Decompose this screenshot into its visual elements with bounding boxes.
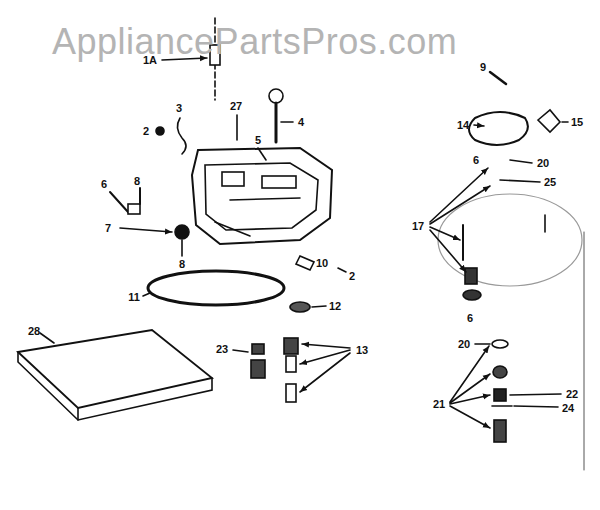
callout-number: 28 bbox=[28, 326, 40, 337]
callout-number: 4 bbox=[298, 117, 304, 128]
callout-number: 5 bbox=[255, 135, 261, 146]
callout-number: 22 bbox=[566, 389, 578, 400]
callout-number: 20 bbox=[537, 158, 549, 169]
callout-number: 8 bbox=[134, 176, 140, 187]
callout-number: 21 bbox=[433, 399, 445, 410]
callout-number: 6 bbox=[467, 313, 473, 324]
callout-number: 7 bbox=[105, 223, 111, 234]
callout-number: 20 bbox=[458, 339, 470, 350]
callout-number: 17 bbox=[412, 221, 424, 232]
callout-number: 1A bbox=[143, 55, 157, 66]
callout-number: 9 bbox=[480, 62, 486, 73]
watermark: AppliancePartsPros.com bbox=[52, 24, 457, 60]
callout-number: 6 bbox=[101, 179, 107, 190]
callout-number: 10 bbox=[316, 258, 328, 269]
callout-number: 23 bbox=[216, 344, 228, 355]
callout-number: 11 bbox=[128, 292, 140, 303]
callout-number: 6 bbox=[473, 155, 479, 166]
callout-number: 24 bbox=[562, 403, 574, 414]
callout-number: 2 bbox=[349, 271, 355, 282]
callout-number: 27 bbox=[230, 101, 242, 112]
callout-number: 25 bbox=[544, 177, 556, 188]
callout-number: 15 bbox=[571, 117, 583, 128]
callout-number: 2 bbox=[143, 126, 149, 137]
callout-number: 12 bbox=[329, 301, 341, 312]
callout-number: 8 bbox=[179, 259, 185, 270]
callout-number: 13 bbox=[356, 345, 368, 356]
callout-number: 14 bbox=[457, 120, 469, 131]
callout-number: 3 bbox=[176, 103, 182, 114]
